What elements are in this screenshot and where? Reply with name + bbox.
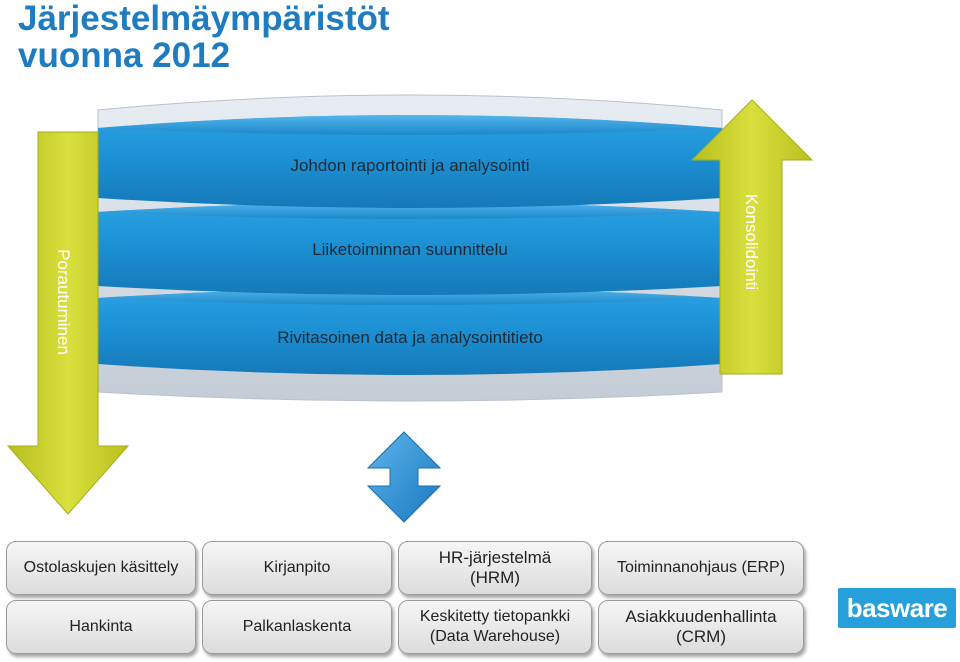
basware-logo: basware xyxy=(838,588,956,628)
layer-1-label: Johdon raportointi ja analysointi xyxy=(290,156,530,175)
layer-2-label: Liiketoiminnan suunnittelu xyxy=(312,240,508,259)
system-box-crm: Asiakkuudenhallinta (CRM) xyxy=(598,600,804,654)
system-box-payroll: Palkanlaskenta xyxy=(202,600,392,654)
layer-3-shape xyxy=(98,288,722,375)
drill-down-arrow xyxy=(6,131,130,515)
layer-3-label: Rivitasoinen data ja analysointitieto xyxy=(277,328,543,347)
title-line-2: vuonna 2012 xyxy=(18,36,231,75)
layer-2-shape xyxy=(98,202,722,295)
layer-2-top xyxy=(98,202,722,219)
layer-1-top xyxy=(98,115,722,135)
consolidation-arrow xyxy=(690,99,814,375)
title-line-1: Järjestelmäympäristöt xyxy=(18,0,390,38)
system-box-accounting: Kirjanpito xyxy=(202,541,392,595)
layer-1-shape xyxy=(98,115,722,208)
page-title: Järjestelmäympäristöt vuonna 2012 xyxy=(18,0,618,74)
system-box-procurement: Hankinta xyxy=(6,600,196,654)
system-box-invoice-processing: Ostolaskujen käsittely xyxy=(6,541,196,595)
system-box-erp: Toiminnanohjaus (ERP) xyxy=(598,541,804,595)
consolidation-label: Konsolidointi xyxy=(742,193,761,291)
drill-down-label: Porautuminen xyxy=(54,249,73,355)
system-box-hrm: HR-järjestelmä (HRM) xyxy=(398,541,592,595)
system-box-data-warehouse: Keskitetty tietopankki (Data Warehouse) xyxy=(398,600,592,654)
center-double-arrow xyxy=(366,431,442,523)
